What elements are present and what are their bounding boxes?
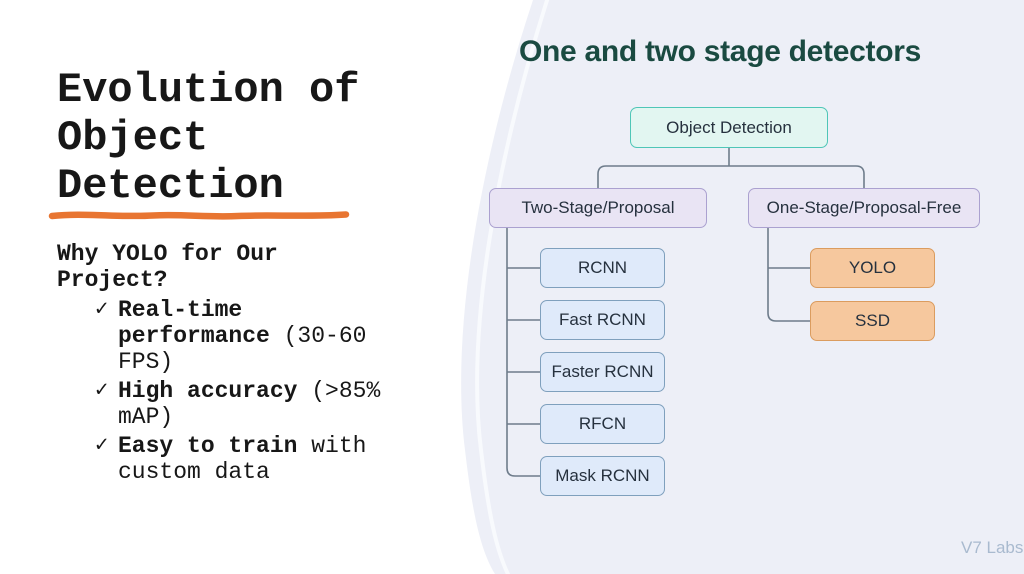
slide-title: Evolution of Object Detection	[57, 66, 360, 211]
node-ssd: SSD	[810, 301, 935, 341]
check-icon: ✓	[95, 297, 109, 322]
check-icon: ✓	[95, 378, 109, 403]
node-mask-rcnn: Mask RCNN	[540, 456, 665, 496]
node-one-stage: One-Stage/Proposal-Free	[748, 188, 980, 228]
node-two-stage: Two-Stage/Proposal	[489, 188, 707, 228]
accent-underline	[48, 211, 350, 220]
bullet-item: ✓ High accuracy (>85% mAP)	[95, 378, 390, 430]
bullet-text: Real-time performance (30-60 FPS)	[118, 297, 367, 375]
node-rfcn: RFCN	[540, 404, 665, 444]
diagram-title: One and two stage detectors	[519, 35, 921, 68]
bullet-text: Easy to train with custom data	[118, 433, 367, 485]
bullet-item: ✓ Easy to train with custom data	[95, 433, 390, 485]
question-heading: Why YOLO for Our Project?	[57, 241, 278, 293]
bullet-item: ✓ Real-time performance (30-60 FPS)	[95, 297, 390, 375]
card-edge-streak	[475, 0, 550, 574]
node-faster-rcnn: Faster RCNN	[540, 352, 665, 392]
check-icon: ✓	[95, 433, 109, 458]
node-object-detection: Object Detection	[630, 107, 828, 148]
bullet-text: High accuracy (>85% mAP)	[118, 378, 381, 430]
bullet-list: ✓ Real-time performance (30-60 FPS) ✓ High …	[95, 297, 398, 488]
node-rcnn: RCNN	[540, 248, 665, 288]
node-yolo: YOLO	[810, 248, 935, 288]
brand-watermark: V7 Labs	[961, 538, 1024, 557]
node-fast-rcnn: Fast RCNN	[540, 300, 665, 340]
